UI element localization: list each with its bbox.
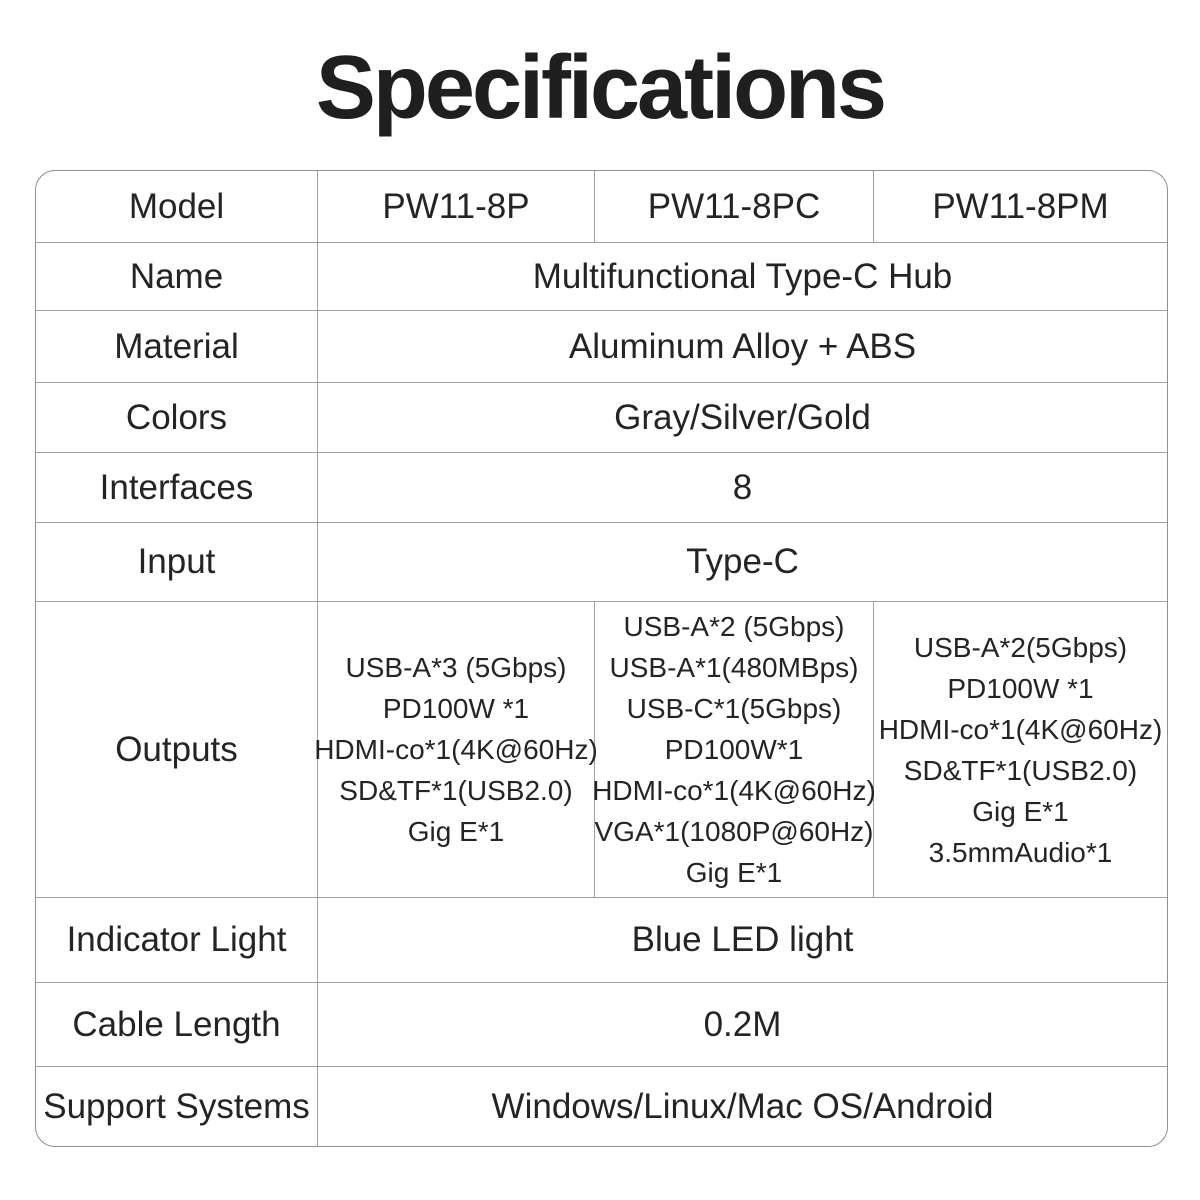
table-row-cable-length: Cable Length 0.2M: [36, 982, 1167, 1066]
name-value: Multifunctional Type-C Hub: [532, 256, 953, 296]
row-label-interfaces: Interfaces: [36, 453, 318, 522]
row-label-colors: Colors: [36, 383, 318, 452]
support-systems-value: Windows/Linux/Mac OS/Android: [491, 1086, 994, 1126]
row-label-indicator-light: Indicator Light: [36, 898, 318, 982]
table-row-input: Input Type-C: [36, 522, 1167, 601]
table-row-support-systems: Support Systems Windows/Linux/Mac OS/And…: [36, 1066, 1167, 1146]
table-row-material: Material Aluminum Alloy + ABS: [36, 310, 1167, 382]
outputs-column-pw11-8pm: USB-A*2(5Gbps) PD100W *1 HDMI-co*1(4K@60…: [874, 602, 1167, 897]
output-line: PD100W*1: [664, 734, 804, 765]
row-label-material: Material: [36, 311, 318, 382]
row-label-outputs: Outputs: [36, 602, 318, 897]
output-line: USB-A*1(480MBps): [609, 652, 859, 683]
output-line: HDMI-co*1(4K@60Hz): [314, 734, 598, 765]
page-title: Specifications: [315, 38, 887, 138]
output-line: 3.5mmAudio*1: [928, 836, 1113, 868]
table-row-model: Model PW11-8P PW11-8PC PW11-8PM: [36, 171, 1167, 242]
model-value-3: PW11-8PM: [932, 186, 1109, 226]
output-line: USB-A*3 (5Gbps): [345, 652, 567, 683]
table-row-name: Name Multifunctional Type-C Hub: [36, 242, 1167, 310]
cable-length-value: 0.2M: [703, 1004, 782, 1044]
spec-table: Model PW11-8P PW11-8PC PW11-8PM Name Mul…: [35, 170, 1168, 1147]
model-value-2: PW11-8PC: [595, 171, 874, 242]
output-line: Gig E*1: [407, 816, 505, 847]
colors-value: Gray/Silver/Gold: [614, 397, 871, 437]
row-label-support-systems: Support Systems: [36, 1067, 318, 1146]
output-line: HDMI-co*1(4K@60Hz): [878, 713, 1163, 745]
row-label-cable-length: Cable Length: [36, 983, 318, 1066]
row-label-name: Name: [36, 243, 318, 310]
table-row-indicator-light: Indicator Light Blue LED light: [36, 897, 1167, 982]
output-line: SD&TF*1(USB2.0): [339, 775, 573, 806]
indicator-light-value: Blue LED light: [631, 920, 854, 959]
output-line: USB-A*2(5Gbps): [913, 631, 1128, 663]
model-value-1: PW11-8P: [318, 171, 595, 242]
material-value: Aluminum Alloy + ABS: [568, 326, 917, 366]
output-line: PD100W *1: [947, 672, 1094, 704]
interfaces-value: 8: [732, 467, 753, 507]
input-value: Type-C: [686, 542, 799, 581]
output-line: USB-A*2 (5Gbps): [623, 611, 845, 642]
row-label-input: Input: [36, 523, 318, 601]
row-label-model: Model: [36, 171, 318, 242]
outputs-column-pw11-8pc: USB-A*2 (5Gbps) USB-A*1(480MBps) USB-C*1…: [592, 602, 876, 897]
table-row-interfaces: Interfaces 8: [36, 452, 1167, 522]
table-row-colors: Colors Gray/Silver/Gold: [36, 382, 1167, 452]
outputs-column-pw11-8p: USB-A*3 (5Gbps) PD100W *1 HDMI-co*1(4K@6…: [314, 602, 598, 897]
output-line: SD&TF*1(USB2.0): [903, 754, 1138, 786]
output-line: VGA*1(1080P@60Hz): [594, 816, 874, 847]
output-line: PD100W *1: [382, 693, 530, 724]
output-line: Gig E*1: [685, 857, 783, 888]
output-line: HDMI-co*1(4K@60Hz): [592, 775, 876, 806]
output-line: Gig E*1: [972, 795, 1069, 827]
output-line: USB-C*1(5Gbps): [626, 693, 842, 724]
table-row-outputs: Outputs USB-A*3 (5Gbps) PD100W *1 HDMI-c…: [36, 601, 1167, 897]
